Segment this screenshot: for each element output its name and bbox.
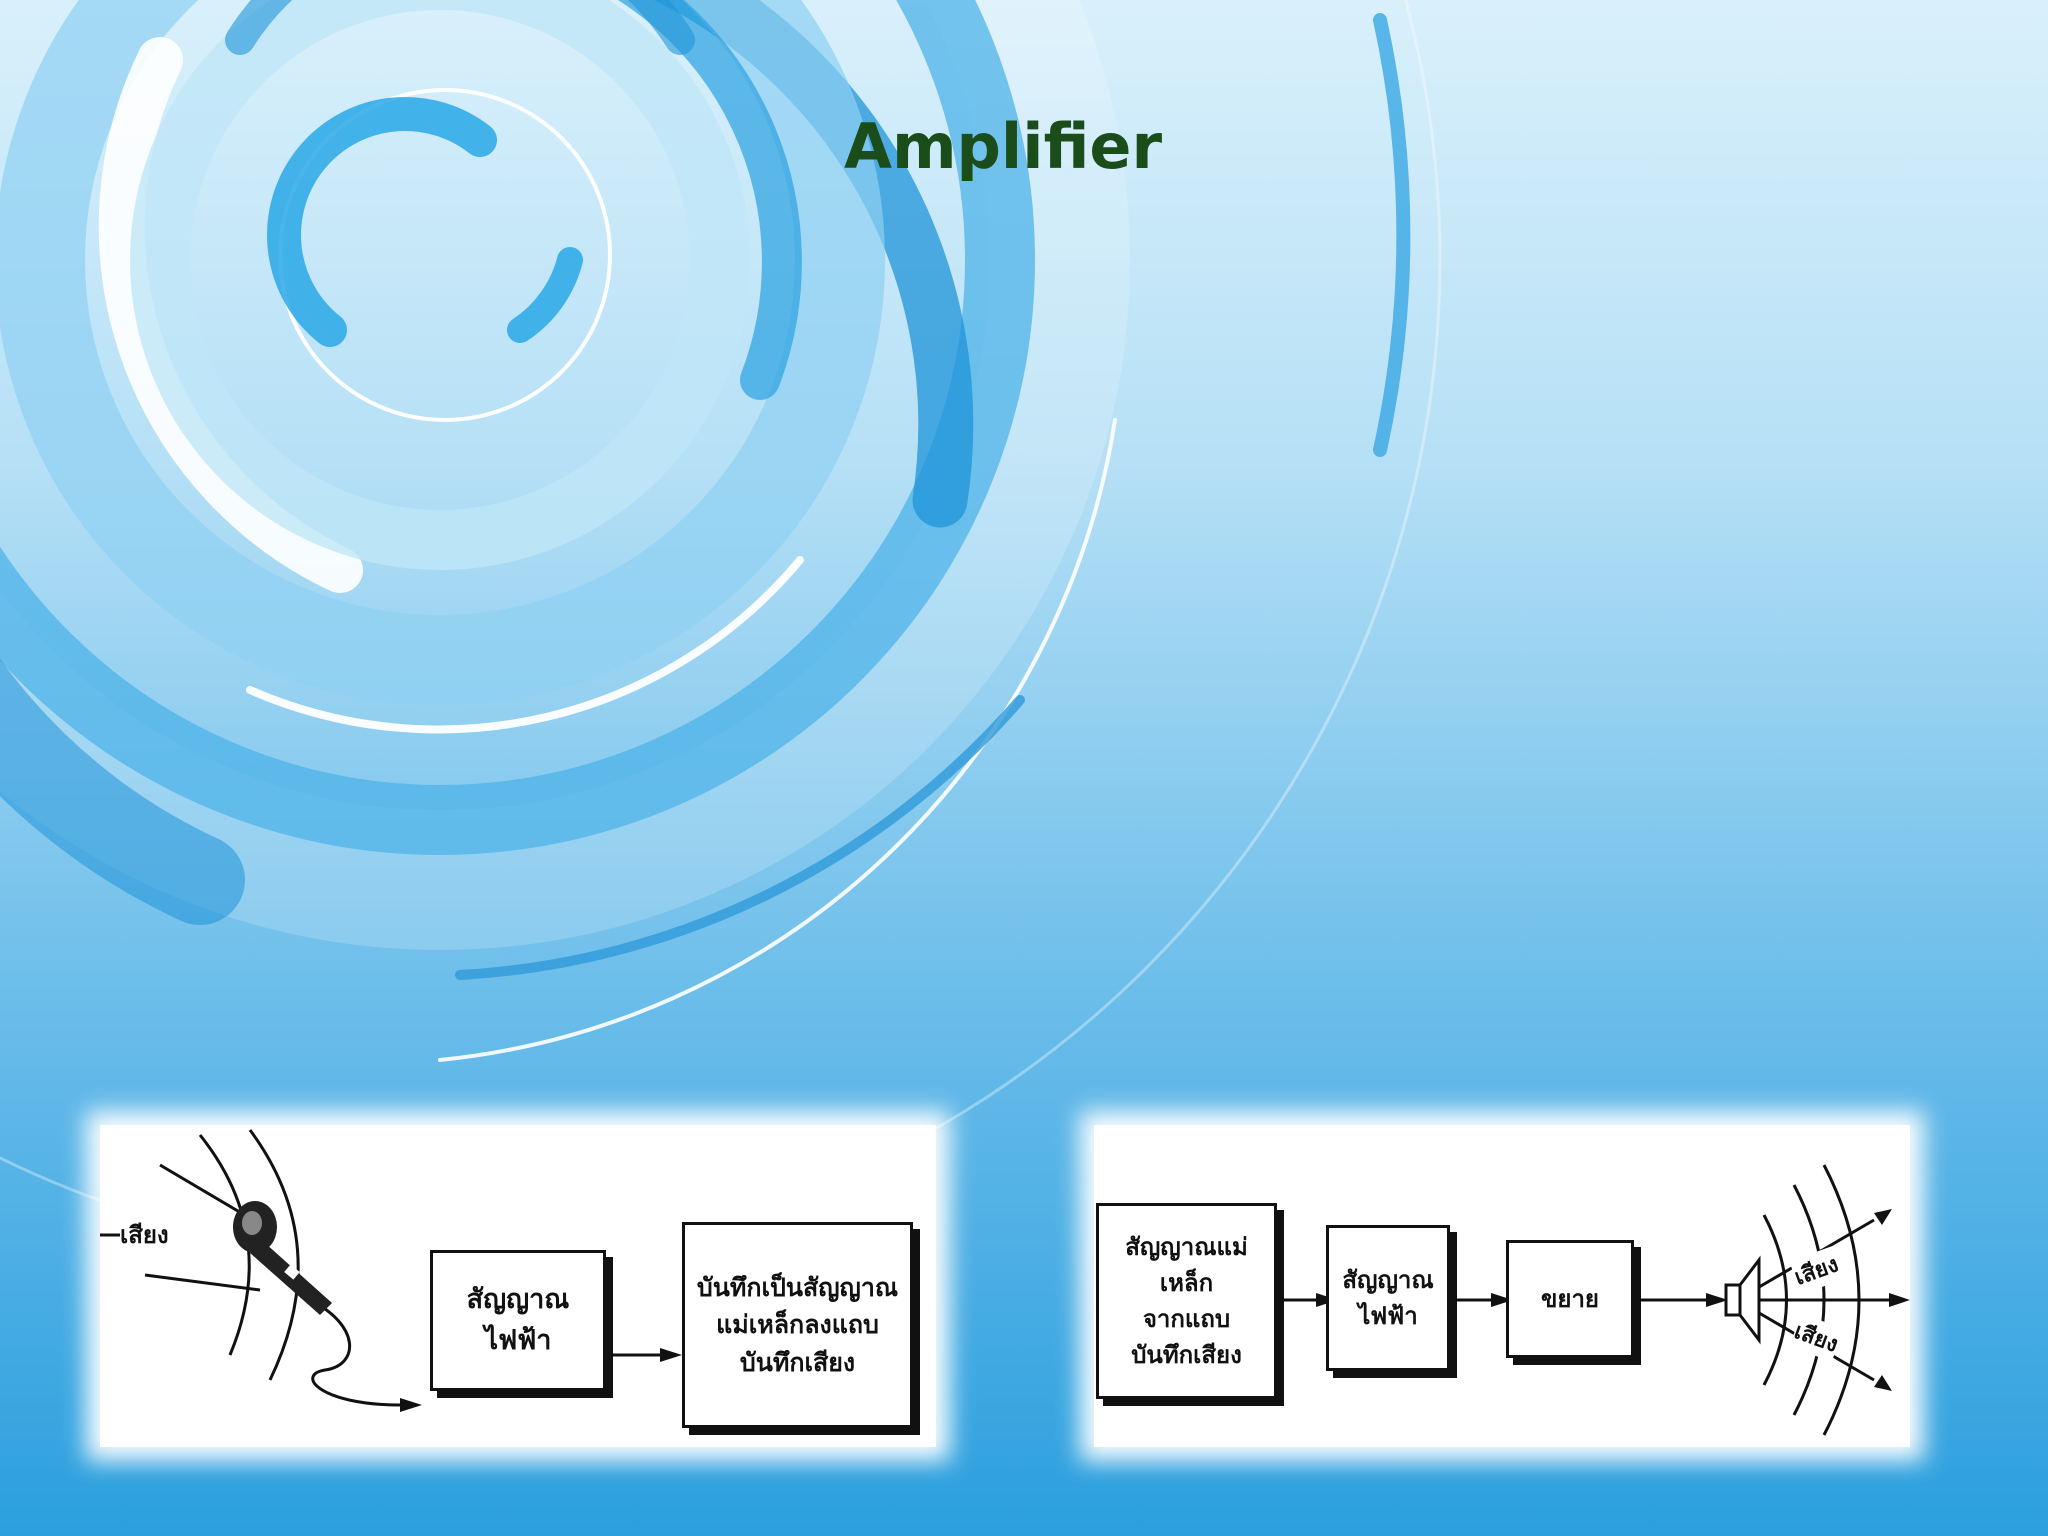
- electric-signal-line2: ไฟฟ้า: [484, 1324, 552, 1356]
- microphone-icon: [233, 1201, 332, 1315]
- magnetic-signal-line1: สัญญาณแม่เหล็ก: [1125, 1233, 1248, 1297]
- playback-diagram-panel: สัญญาณแม่เหล็ก จากแถบ บันทึกเสียง สัญญาณ…: [1094, 1125, 1910, 1447]
- record-magnetic-line1: บันทึกเป็นสัญญาณ: [696, 1272, 899, 1302]
- electric-signal-line1: สัญญาณ: [1342, 1266, 1434, 1294]
- record-magnetic-box: บันทึกเป็นสัญญาณ แม่เหล็กลงแถบ บันทึกเสี…: [682, 1222, 913, 1428]
- record-magnetic-line3: บันทึกเสียง: [739, 1347, 856, 1377]
- sound-wave-outer-icon: [248, 1129, 300, 1381]
- record-magnetic-line2: แม่เหล็กลงแถบ: [716, 1310, 879, 1340]
- sound-label: เสียง: [120, 1215, 169, 1254]
- electric-signal-line2: ไฟฟ้า: [1358, 1302, 1418, 1330]
- speaker-icon: [1724, 1255, 1761, 1345]
- magnetic-signal-line3: บันทึกเสียง: [1131, 1341, 1242, 1369]
- electric-signal-line1: สัญญาณ: [466, 1284, 570, 1315]
- slide-title: Amplifier: [843, 110, 1163, 183]
- electric-signal-box: สัญญาณ ไฟฟ้า: [1326, 1225, 1450, 1371]
- sound-wave-icon: [1792, 1184, 1826, 1416]
- record-diagram-lines: [100, 1129, 682, 1412]
- magnetic-signal-line2: จากแถบ: [1142, 1305, 1231, 1333]
- record-diagram-panel: เสียง สัญญาณ ไฟฟ้า บันทึกเป็นสัญญาณ แม่เ…: [100, 1125, 936, 1447]
- magnetic-signal-box: สัญญาณแม่เหล็ก จากแถบ บันทึกเสียง: [1096, 1203, 1277, 1399]
- electric-signal-box: สัญญาณ ไฟฟ้า: [430, 1250, 606, 1391]
- amplify-label: ขยาย: [1540, 1285, 1599, 1313]
- amplify-box: ขยาย: [1506, 1240, 1634, 1358]
